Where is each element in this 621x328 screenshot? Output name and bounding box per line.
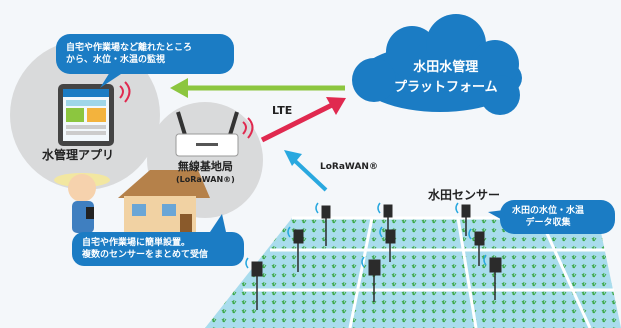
sensor-icon: [385, 229, 396, 262]
arrow-lte: [260, 97, 346, 143]
router-signal-icon: [242, 117, 254, 139]
lorawan-label: LoRaWAN®: [320, 162, 378, 172]
bubble-top: [56, 34, 234, 88]
sensor-icon: [321, 205, 331, 246]
bubble-right: [488, 200, 615, 234]
sensor-icon: [368, 259, 381, 302]
paddy-field: [205, 216, 621, 328]
bubble-bottom: [72, 214, 244, 266]
cloud-shape: [352, 14, 522, 115]
router-icon: [175, 111, 239, 157]
sensor-group: [251, 204, 502, 310]
tablet-signal-icon: [119, 81, 131, 103]
bubble-bottom-line2: 複数のセンサーをまとめて受信: [82, 250, 209, 260]
house-icon: [118, 170, 210, 236]
base-station-line2: (LoRaWAN®): [176, 175, 235, 184]
cloud-line2: プラットフォーム: [394, 80, 498, 95]
lte-label: LTE: [272, 104, 293, 117]
bubble-right-line2: データ収集: [525, 218, 571, 228]
sensor-icon: [461, 204, 471, 236]
app-label: 水管理アプリ: [42, 148, 115, 162]
sensor-signal-icons: [245, 202, 487, 269]
arrow-lorawan: [284, 150, 328, 192]
tablet-icon: [58, 84, 114, 146]
cloud-line1: 水田水管理: [413, 60, 479, 75]
bubble-bottom-line1: 自宅や作業場に簡単設置。: [82, 238, 191, 248]
sensor-icon: [474, 231, 485, 266]
bubble-top-line1: 自宅や作業場など離れたところ: [66, 43, 193, 53]
sensor-label: 水田センサー: [428, 188, 501, 202]
sensor-icon: [293, 229, 304, 272]
bubble-top-line2: から、水位・水温の監視: [66, 55, 166, 65]
base-station-line1: 無線基地局: [177, 160, 233, 173]
arrow-cloud-to-app: [170, 78, 345, 98]
bubble-right-line1: 水田の水位・水温: [512, 206, 585, 216]
sensor-icon: [489, 257, 502, 300]
sensor-icon: [251, 261, 263, 310]
farmer-icon: [54, 173, 110, 233]
